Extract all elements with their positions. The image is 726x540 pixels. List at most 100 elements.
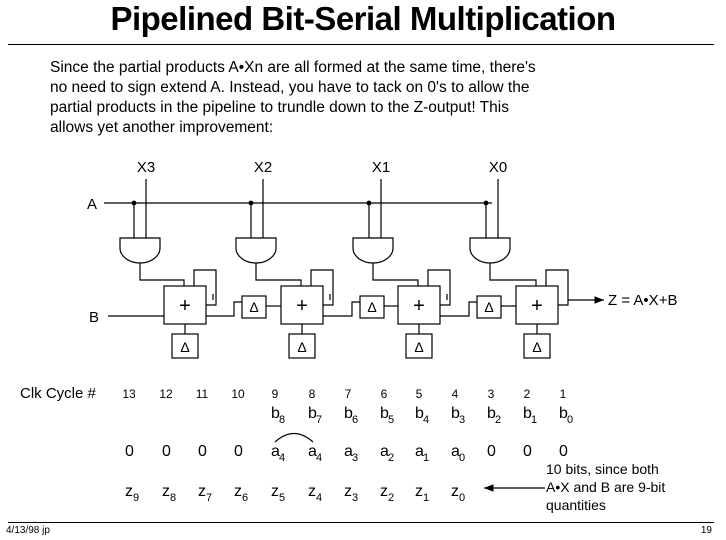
adder-symbol: + — [531, 295, 543, 317]
delay-symbol: Δ — [414, 339, 423, 355]
clk-cycle-number: 3 — [488, 387, 495, 401]
z-bit-subscript: 4 — [316, 492, 322, 504]
b-input-label: B — [89, 309, 99, 326]
b-bit-subscript: 2 — [495, 414, 501, 426]
partial-product-wire — [372, 263, 419, 286]
feedback-wire — [193, 269, 217, 306]
x-input-label: X0 — [489, 159, 507, 176]
and-gate — [469, 237, 511, 264]
b-bit-subscript: 6 — [352, 414, 358, 426]
clk-cycle-number: 12 — [159, 387, 173, 401]
b-bit-subscript: 7 — [316, 414, 322, 426]
feedback-wire — [545, 269, 569, 306]
z-bit-subscript: 6 — [242, 492, 248, 504]
page-number: 19 — [700, 525, 712, 536]
clk-cycle-number: 9 — [272, 387, 279, 401]
a-bit: 0 — [162, 443, 171, 460]
and-gate — [235, 237, 277, 264]
partial-product-wire — [489, 263, 537, 286]
and-gate — [352, 237, 394, 264]
z-bit-subscript: 2 — [388, 492, 394, 504]
delay-symbol: Δ — [532, 339, 541, 355]
adder-block — [280, 285, 324, 325]
intro-paragraph: Since the partial products A•Xn are all … — [50, 58, 630, 138]
z-bit: z — [125, 483, 133, 500]
a-bit: a — [415, 443, 424, 460]
stage-link-wire — [323, 301, 360, 317]
delay-symbol: Δ — [180, 339, 189, 355]
footer-divider — [8, 522, 714, 523]
clk-cycle-number: 7 — [345, 387, 352, 401]
title-divider — [8, 44, 714, 45]
adder-block — [515, 285, 559, 325]
note-line: quantities — [546, 497, 606, 513]
a-input-label: A — [87, 196, 97, 213]
note-line: A•X and B are 9-bit — [546, 479, 665, 495]
output-label: Z = A•X+B — [608, 292, 677, 309]
z-bit: z — [380, 483, 388, 500]
z-bit: z — [308, 483, 316, 500]
z-bit-subscript: 9 — [133, 492, 139, 504]
b-bit: b — [271, 405, 280, 422]
adder-symbol: + — [296, 295, 308, 317]
intro-line: allows yet another improvement: — [50, 119, 274, 136]
b-bit-subscript: 0 — [567, 414, 573, 426]
z-bit: z — [198, 483, 206, 500]
carry-delay-block — [523, 333, 551, 359]
b-bit: b — [380, 405, 389, 422]
sign-extension-arc — [274, 432, 314, 443]
pipeline-delay-block — [476, 295, 502, 319]
z-bit: z — [271, 483, 279, 500]
feedback-wire — [427, 269, 451, 306]
carry-delay-block — [288, 333, 316, 359]
x-input-label: X3 — [137, 159, 155, 176]
feedback-wire — [310, 269, 334, 306]
z-bit-subscript: 7 — [206, 492, 212, 504]
pipeline-delay-block — [241, 295, 267, 319]
adder-block — [397, 285, 441, 325]
partial-product-wire — [139, 263, 185, 286]
intro-line: Since the partial products A•Xn are all … — [50, 59, 536, 76]
z-bit: z — [451, 483, 459, 500]
carry-delay-block — [405, 333, 433, 359]
junction-dot — [483, 200, 489, 206]
a-bit-subscript: 4 — [316, 452, 322, 464]
b-bit: b — [344, 405, 353, 422]
clk-cycle-number: 10 — [231, 387, 245, 401]
stage-link-wire — [206, 301, 242, 317]
a-bit-subscript: 3 — [352, 452, 358, 464]
a-bit-subscript: 1 — [423, 452, 429, 464]
pipeline-delay-block — [359, 295, 385, 319]
clk-cycle-number: 5 — [416, 387, 423, 401]
and-gate — [119, 237, 161, 264]
a-bit: 0 — [487, 443, 496, 460]
z-bit-subscript: 8 — [170, 492, 176, 504]
b-bit-subscript: 1 — [531, 414, 537, 426]
delay-symbol: Δ — [484, 299, 493, 315]
a-bit: 0 — [559, 443, 568, 460]
junction-dot — [366, 200, 372, 206]
delay-symbol: Δ — [297, 339, 306, 355]
clk-cycle-label: Clk Cycle # — [20, 385, 97, 402]
z-bit-subscript: 5 — [279, 492, 285, 504]
b-bit: b — [559, 405, 568, 422]
z-bit-subscript: 3 — [352, 492, 358, 504]
clk-cycle-number: 8 — [309, 387, 316, 401]
x-input-label: X2 — [254, 159, 272, 176]
a-bit-subscript: 0 — [459, 452, 465, 464]
b-bit-subscript: 3 — [459, 414, 465, 426]
partial-product-wire — [255, 263, 302, 286]
a-bit-subscript: 2 — [388, 452, 394, 464]
z-bit: z — [234, 483, 242, 500]
z-bit: z — [415, 483, 423, 500]
b-bit: b — [451, 405, 460, 422]
a-bit: a — [308, 443, 317, 460]
adder-symbol: + — [179, 295, 191, 317]
junction-dot — [131, 200, 137, 206]
stage-link-wire — [440, 301, 477, 317]
clk-cycle-number: 6 — [381, 387, 388, 401]
intro-line: no need to sign extend A. Instead, you h… — [50, 79, 530, 96]
intro-line: partial products in the pipeline to trun… — [50, 99, 509, 116]
z-bit: z — [162, 483, 170, 500]
